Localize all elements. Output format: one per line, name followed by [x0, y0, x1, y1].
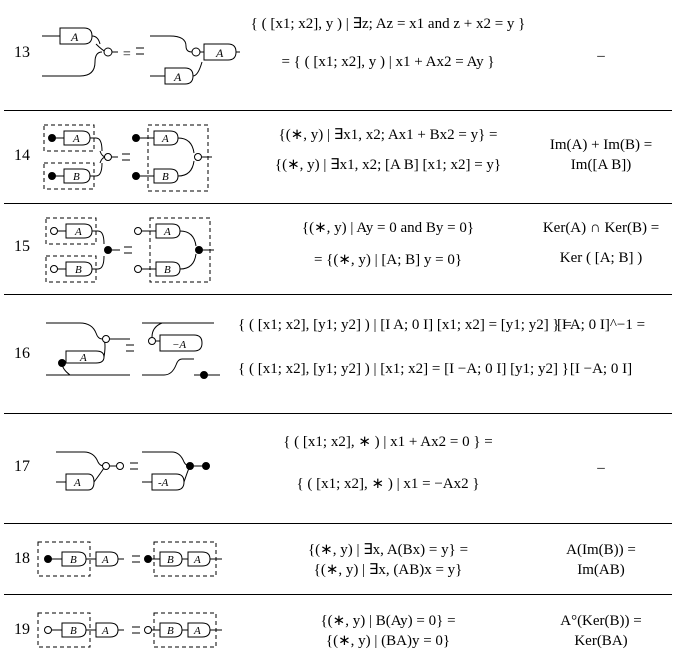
gate-label: A [70, 30, 79, 44]
row-number: 19 [14, 621, 30, 638]
gate-label: -A [158, 477, 169, 489]
semantics-line: {(∗, y) | B(Ay) = 0} = [320, 613, 456, 629]
algebra-cell: [I A; 0 I]^−1 = [I −A; 0 I] [526, 315, 676, 380]
semantics-line: {(∗, y) | Ay = 0 and By = 0} [301, 220, 475, 236]
table-row: 15 A B A B [0, 204, 677, 294]
semantics-line: = {(∗, y) | [A; B] y = 0} [313, 252, 463, 269]
gate-label: A [73, 477, 81, 489]
semantics-line: {(∗, y) | (BA)y = 0} [325, 633, 451, 650]
row-number: 16 [14, 345, 30, 362]
row-divider [4, 110, 672, 111]
row-divider [4, 294, 672, 295]
semantics-line: {(∗, y) | ∃x1, x2; [A B] [x1; x2] = y} [274, 157, 502, 174]
algebra-cell: A°(Ker(B)) = Ker(BA) [526, 611, 676, 652]
gate-label: A [173, 70, 182, 84]
gate-label: A [101, 625, 109, 637]
algebra-line: Ker(BA) [574, 633, 628, 650]
algebra-cell: – [526, 46, 676, 66]
gate-label: B [70, 625, 77, 637]
gate-label: B [167, 625, 174, 637]
gate-label: A [79, 352, 87, 364]
algebra-line: Ker ( [A; B] ) [559, 250, 643, 267]
gate-label: A [72, 133, 80, 145]
gate-label: A [161, 133, 169, 145]
algebra-line: – [597, 48, 605, 64]
diagram-18: B A B A [37, 541, 222, 577]
algebra-line: Im([A B]) [570, 157, 632, 174]
algebra-cell: A(Im(B)) = Im(AB) [526, 540, 676, 581]
row-divider [4, 594, 672, 595]
algebra-line: [I A; 0 I]^−1 = [556, 317, 646, 333]
row-number: 15 [14, 238, 30, 255]
algebra-cell: Ker(A) ∩ Ker(B) = Ker ( [A; B] ) [526, 218, 676, 269]
algebra-cell: Im(A) + Im(B) = Im([A B]) [526, 135, 676, 176]
algebra-line: – [597, 460, 605, 476]
diagram-13: A A A = [42, 27, 240, 85]
algebra-line: Im(A) + Im(B) = [549, 137, 653, 153]
diagram-15: A B A B [45, 217, 214, 283]
semantics-line: { ( [x1; x2], [y1; y2] ) | [x1; x2] = [I… [238, 361, 569, 378]
gate-label: A [101, 554, 109, 566]
gate-label: B [164, 264, 171, 276]
gate-label: −A [172, 339, 186, 351]
table-row: 18 B A B A {(∗, y) | ∃x, [0, 524, 677, 594]
semantics-line: {(∗, y) | ∃x1, x2; Ax1 + Bx2 = y} = [278, 127, 498, 143]
gate-label: B [162, 171, 169, 183]
semantics-cell: {(∗, y) | B(Ay) = 0} = {(∗, y) | (BA)y =… [238, 611, 538, 652]
algebra-line: [I −A; 0 I] [569, 361, 633, 378]
semantics-cell: { ( [x1; x2], [y1; y2] ) | [I A; 0 I] [x… [238, 315, 572, 380]
semantics-line: { ( [x1; x2], ∗ ) | x1 = −Ax2 } [296, 476, 480, 493]
semantics-line: { ( [x1; x2], y ) | ∃z; Az = x1 and z + … [250, 16, 526, 32]
diagram-16: A −A [46, 322, 220, 379]
gate-label: B [75, 264, 82, 276]
row-divider [4, 413, 672, 414]
algebra-line: A(Im(B)) = [566, 542, 636, 558]
row-number: 14 [14, 147, 30, 164]
table-row: 17 A -A { ( [x1; x [0, 414, 677, 523]
table-row: 19 B A B A {(∗, y) | B(A [0, 595, 677, 670]
row-divider [4, 203, 672, 204]
diagram-19: B A B A [37, 612, 222, 648]
gate-label: A [193, 625, 201, 637]
algebra-line: A°(Ker(B)) = [560, 613, 642, 629]
row-number: 17 [14, 458, 30, 475]
row-divider [4, 523, 672, 524]
gate-label: B [70, 554, 77, 566]
equals-sign: = [122, 47, 131, 62]
semantics-cell: {(∗, y) | Ay = 0 and By = 0} = {(∗, y) |… [238, 218, 538, 271]
semantics-line: {(∗, y) | ∃x, (AB)x = y} [313, 562, 463, 579]
gate-label: A [163, 226, 171, 238]
semantics-cell: {(∗, y) | ∃x1, x2; Ax1 + Bx2 = y} = {(∗,… [238, 125, 538, 176]
semantics-line: {(∗, y) | ∃x, A(Bx) = y} = [307, 542, 469, 558]
gate-label: A [215, 46, 224, 60]
semantics-cell: { ( [x1; x2], ∗ ) | x1 + Ax2 = 0 } = { (… [238, 432, 538, 495]
semantics-line: { ( [x1; x2], ∗ ) | x1 + Ax2 = 0 } = [283, 434, 493, 450]
algebra-line: Im(AB) [577, 562, 625, 579]
table-row: 16 A −A { [0, 295, 677, 413]
algebra-line: Ker(A) ∩ Ker(B) = [542, 220, 660, 236]
row-number: 13 [14, 44, 30, 61]
semantics-cell: { ( [x1; x2], y ) | ∃z; Az = x1 and z + … [238, 14, 538, 73]
row-number: 18 [14, 550, 30, 567]
semantics-line: { ( [x1; x2], [y1; y2] ) | [I A; 0 I] [x… [238, 317, 572, 333]
table-row: 14 A B A [0, 111, 677, 203]
semantics-cell: {(∗, y) | ∃x, A(Bx) = y} = {(∗, y) | ∃x,… [238, 540, 538, 581]
gate-label: B [167, 554, 174, 566]
algebra-cell: – [526, 458, 676, 478]
gate-label: A [193, 554, 201, 566]
gate-label: B [73, 171, 80, 183]
gate-label: A [74, 226, 82, 238]
table-row: 13 A A A = { ( [0, 0, 677, 110]
diagram-17: A -A [56, 451, 210, 491]
semantics-line: = { ( [x1; x2], y ) | x1 + Ax2 = Ay } [281, 54, 495, 71]
diagram-14: A B A B [43, 124, 212, 192]
